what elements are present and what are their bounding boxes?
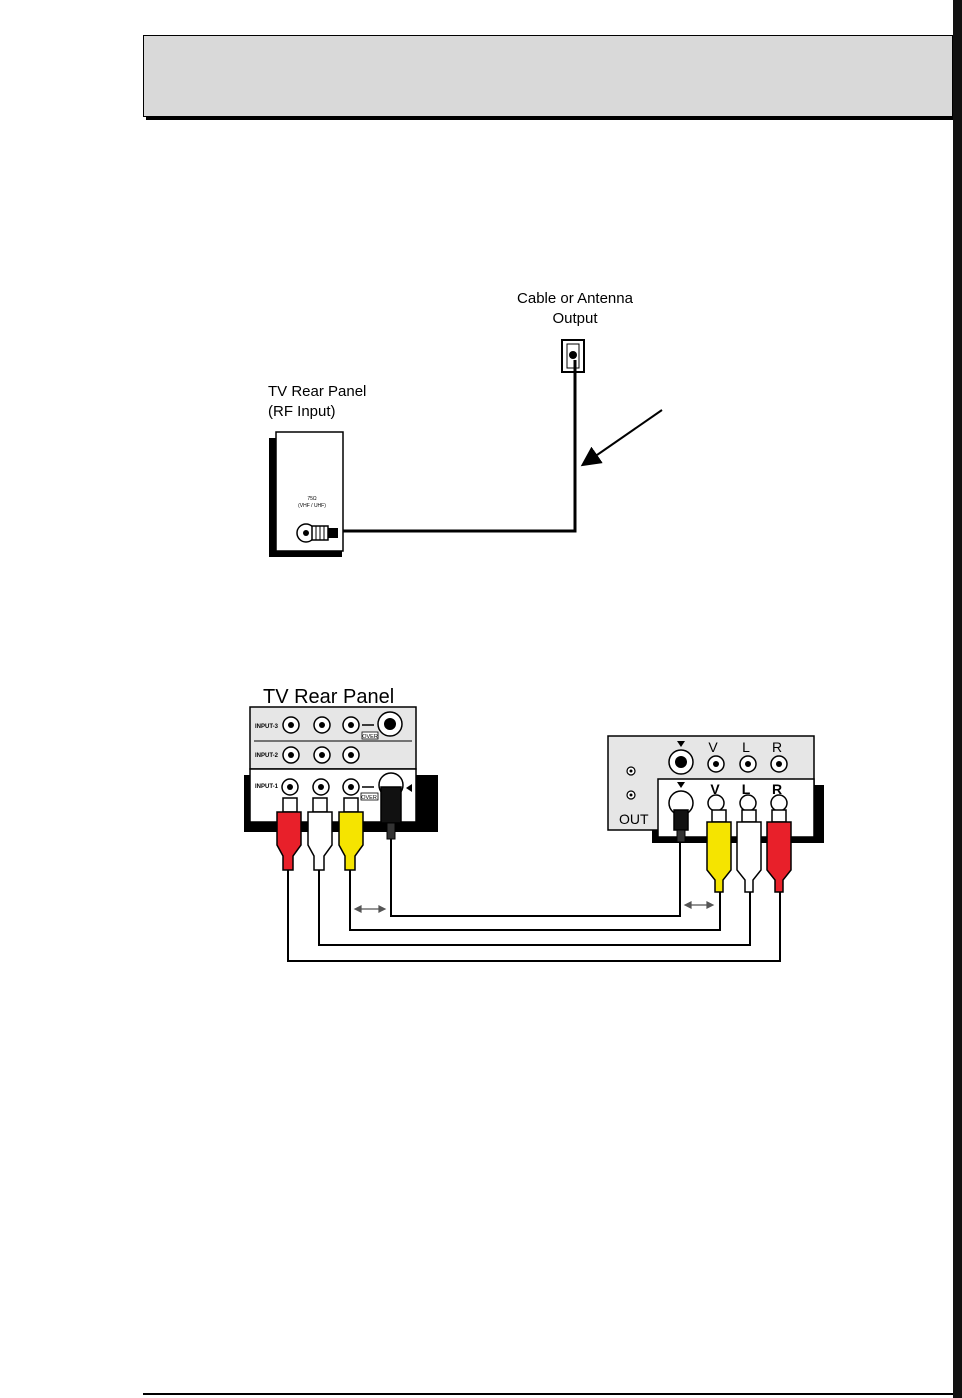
figure-rf-connection: Cable or Antenna Output TV Rear Panel (R… xyxy=(268,290,662,557)
rf-jack-label-line1: 75Ω xyxy=(307,496,317,502)
tv-av-panel: INPUT-3 INPUT-2 INPUT-1 OVER xyxy=(244,707,438,870)
left-audio-cable xyxy=(319,870,750,945)
device-red-plug xyxy=(767,810,791,892)
device-av-panel: OUT V L R V L R xyxy=(608,736,824,892)
tv-rear-panel-title: TV Rear Panel xyxy=(263,686,394,708)
tv-rf-label-line2: (RF Input) xyxy=(268,403,336,420)
wall-outlet-label-line1: Cable or Antenna xyxy=(517,290,634,307)
wall-outlet-label-line2: Output xyxy=(552,310,598,327)
rf-jack-label-line2: (VHF / UHF) xyxy=(298,503,326,509)
input1-over-label: OVER xyxy=(361,795,377,801)
device-upper-l-label: L xyxy=(742,739,750,755)
device-out-label: OUT xyxy=(619,811,649,827)
either-or-arrow-right xyxy=(685,902,713,908)
device-upper-v-label: V xyxy=(708,739,718,755)
wall-outlet-icon xyxy=(562,340,584,372)
input2-label: INPUT-2 xyxy=(255,753,279,759)
device-yellow-plug xyxy=(707,810,731,892)
either-or-arrow-left xyxy=(355,906,385,912)
input2-jacks xyxy=(283,747,359,763)
tv-rf-label-line1: TV Rear Panel xyxy=(268,383,366,400)
coax-cable xyxy=(338,360,575,531)
input3-over-label: OVER xyxy=(362,734,378,740)
input3-label: INPUT-3 xyxy=(255,724,279,730)
video-cable xyxy=(350,870,720,930)
cable-pointer-arrow xyxy=(584,410,662,464)
input1-label: INPUT-1 xyxy=(255,784,279,790)
figure-av-connection: TV Rear Panel INPUT-3 INPUT-2 INPUT-1 OV… xyxy=(244,686,824,961)
svideo-cable xyxy=(391,839,680,916)
av-cables xyxy=(288,839,780,961)
device-upper-r-label: R xyxy=(772,739,782,755)
tv-rf-panel: 75Ω (VHF / UHF) xyxy=(269,432,343,557)
device-white-plug xyxy=(737,810,761,892)
